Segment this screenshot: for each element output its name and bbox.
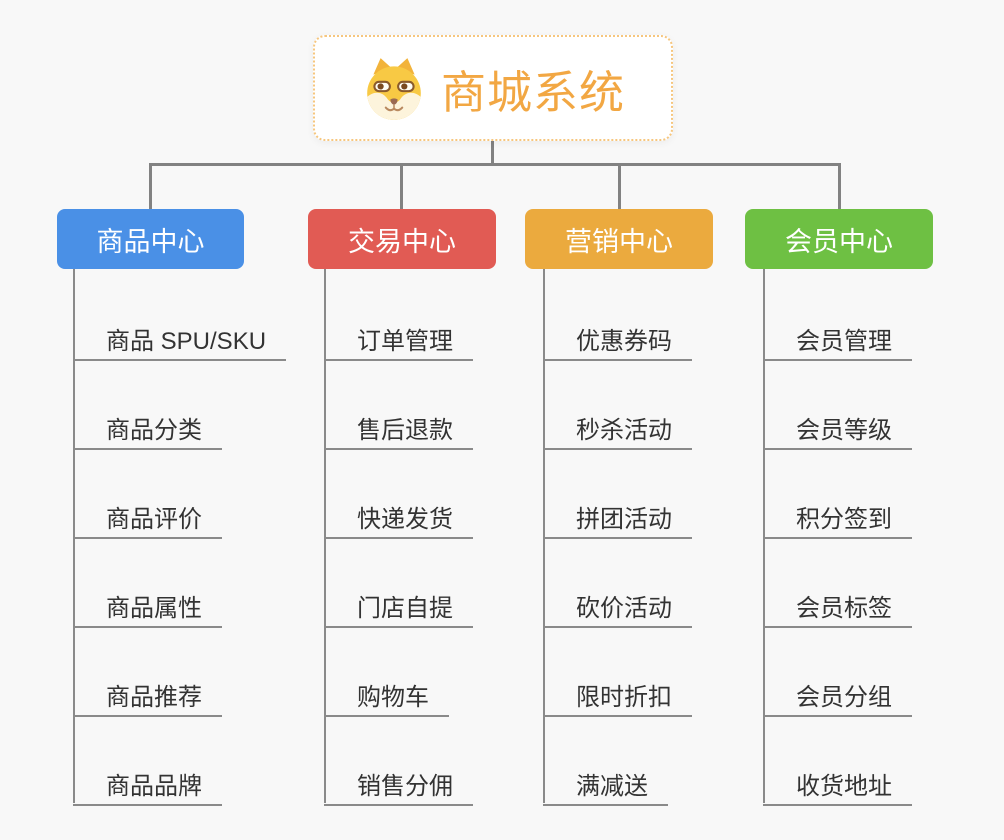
trunk-line [73,269,75,803]
trunk-line [324,269,326,803]
child-node[interactable]: 会员等级 [763,397,912,450]
child-node[interactable]: 满减送 [543,753,668,806]
child-node[interactable]: 售后退款 [324,397,473,450]
root-node-mall-system[interactable]: 商城系统 [313,35,673,141]
trunk-line [543,269,545,803]
child-node[interactable]: 拼团活动 [543,486,692,539]
branch-trade-center[interactable]: 交易中心 [308,209,496,269]
child-node[interactable]: 会员分组 [763,664,912,717]
connector-line [491,141,494,165]
dog-face-icon [361,55,427,121]
child-node[interactable]: 订单管理 [324,308,473,361]
child-node[interactable]: 限时折扣 [543,664,692,717]
connector-line [149,163,841,166]
connector-line [149,163,152,210]
child-node[interactable]: 商品品牌 [73,753,222,806]
connector-line [400,163,403,210]
child-node[interactable]: 砍价活动 [543,575,692,628]
child-node[interactable]: 商品属性 [73,575,222,628]
connector-line [618,163,621,210]
branch-member-center[interactable]: 会员中心 [745,209,933,269]
child-node[interactable]: 购物车 [324,664,449,717]
connector-line [838,163,841,210]
child-node[interactable]: 会员管理 [763,308,912,361]
trunk-line [763,269,765,803]
child-node[interactable]: 门店自提 [324,575,473,628]
root-title: 商城系统 [440,66,625,118]
child-node[interactable]: 积分签到 [763,486,912,539]
child-node[interactable]: 秒杀活动 [543,397,692,450]
child-node[interactable]: 商品分类 [73,397,222,450]
child-node[interactable]: 快递发货 [324,486,473,539]
branch-marketing-center[interactable]: 营销中心 [525,209,713,269]
child-node[interactable]: 商品 SPU/SKU [73,308,287,361]
child-node[interactable]: 商品评价 [73,486,222,539]
child-node[interactable]: 优惠券码 [543,308,692,361]
child-node[interactable]: 销售分佣 [324,753,473,806]
branch-product-center[interactable]: 商品中心 [57,209,244,269]
child-node[interactable]: 收货地址 [763,753,912,806]
child-node[interactable]: 会员标签 [763,575,912,628]
child-node[interactable]: 商品推荐 [73,664,222,717]
